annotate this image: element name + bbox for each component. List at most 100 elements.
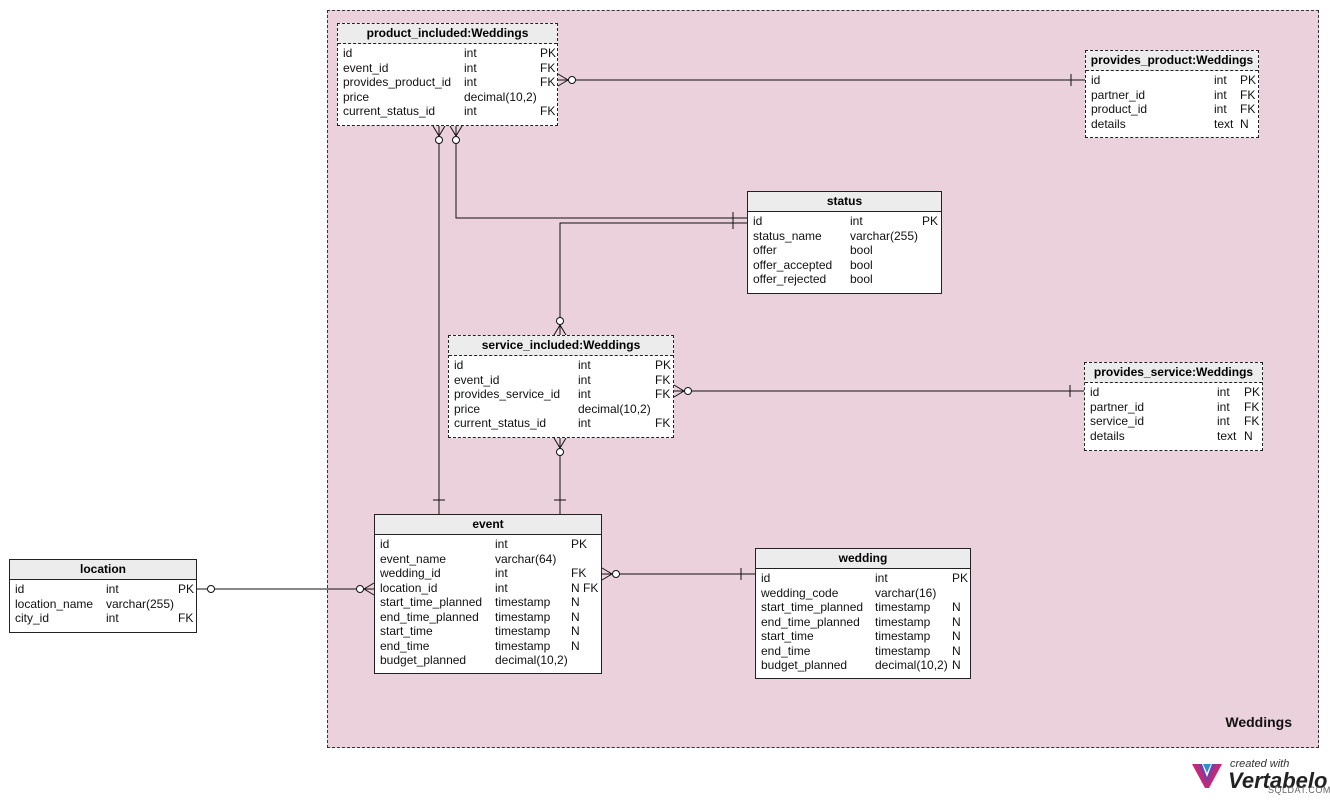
relationship-line — [559, 222, 747, 335]
column-name: id — [15, 582, 25, 596]
column-type: varchar(16) — [875, 585, 937, 600]
column-name: current_status_id — [343, 104, 436, 118]
column-name: id — [454, 358, 464, 372]
optional-circle-marker — [207, 585, 215, 593]
column-type: int — [1217, 385, 1230, 399]
column-flags: N — [952, 629, 961, 643]
crows-foot-marker — [449, 125, 463, 137]
column-type: timestamp — [875, 643, 931, 658]
column-type: int — [1217, 399, 1230, 414]
column-flags: N — [571, 624, 580, 638]
column-type: int — [464, 75, 477, 89]
column-type: varchar(255) — [106, 596, 175, 611]
column-name: status_name — [753, 228, 822, 243]
column-name: provides_product_id — [343, 75, 452, 89]
column-type: decimal(10,2) — [875, 658, 948, 672]
crows-foot-marker — [601, 567, 613, 581]
column-flags: N — [952, 643, 961, 658]
column-name: id — [1091, 73, 1101, 87]
column-flags: PK — [1240, 73, 1257, 87]
column-name: budget_planned — [380, 653, 467, 667]
column-flags: FK — [540, 60, 556, 75]
column-name: id — [761, 571, 771, 585]
table-column-row[interactable]: location_name varchar(255) — [10, 597, 196, 612]
table-title: service_included:Weddings — [449, 336, 673, 356]
column-name: end_time — [761, 643, 811, 658]
column-type: int — [1217, 414, 1230, 428]
column-name: provides_service_id — [454, 387, 561, 401]
crows-foot-marker — [432, 125, 446, 137]
table-column-row[interactable]: wedding_code varchar(16) — [756, 586, 970, 601]
column-type: varchar(255) — [850, 228, 919, 243]
subject-area-label: Weddings — [1225, 714, 1292, 730]
optional-circle-marker — [568, 76, 576, 84]
optional-circle-marker — [612, 570, 620, 578]
column-type: int — [850, 214, 863, 228]
table-title: provides_product:Weddings — [1086, 51, 1258, 71]
column-name: offer_accepted — [753, 257, 833, 272]
column-name: wedding_code — [761, 585, 839, 600]
column-flags: FK — [1240, 102, 1256, 116]
column-flags: PK — [178, 582, 195, 596]
column-flags: N — [1244, 428, 1253, 443]
table-column-row[interactable]: status_name varchar(255) — [748, 229, 941, 244]
column-name: partner_id — [1091, 87, 1146, 102]
column-type: timestamp — [495, 624, 551, 638]
table-column-row[interactable]: end_time timestamp N — [756, 644, 970, 659]
column-name: location_name — [15, 596, 94, 611]
optional-circle-marker — [356, 585, 364, 593]
column-flags: N — [571, 638, 580, 653]
crows-foot-marker — [553, 324, 567, 336]
